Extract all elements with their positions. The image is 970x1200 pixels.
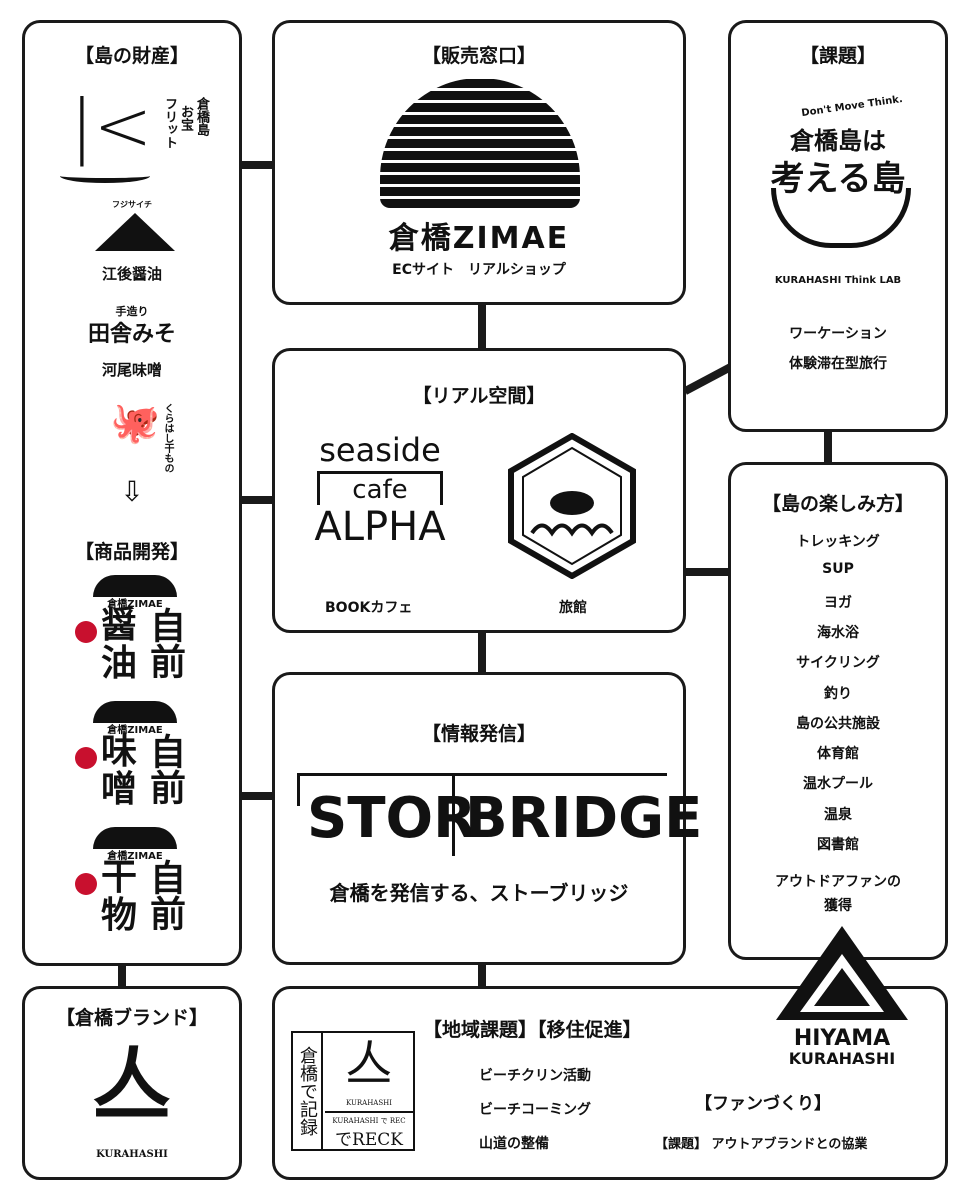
connector: [478, 631, 486, 675]
product-logo: 倉橋ZIMAE 干 物 自前: [75, 827, 195, 942]
kurahashi-brand-logo: 亼: [92, 1038, 172, 1132]
activity-item: 図書館: [817, 837, 859, 853]
sales-panel: 【販売窓口】 倉橋ZIMAE ECサイト リアルショップ: [272, 20, 686, 305]
activity-item: トレッキング: [796, 534, 880, 550]
connector: [240, 496, 274, 504]
activity-item: 温泉: [824, 806, 852, 823]
connector: [824, 430, 832, 465]
activity-item: 海水浴: [817, 624, 859, 641]
real-space-panel: 【リアル空間】 seaside cafe ALPHA BOOKカフェ 旅館: [272, 348, 686, 633]
egoshoyu-label: 江後醤油: [101, 265, 162, 283]
down-arrow-icon: ⇩: [120, 475, 144, 508]
zimae-sun-icon: [380, 78, 580, 208]
activity-item: 島の公共施設: [796, 715, 880, 732]
himono-logo: 🐙 くらはし干もの: [110, 400, 173, 473]
product-logo: 倉橋ZIMAE 醤 油 自前: [75, 575, 195, 690]
connector: [478, 303, 486, 351]
think-island-logo: 倉橋島は: [790, 127, 886, 155]
storbridge-logo: STOR BRIDGE: [297, 773, 702, 856]
connector: [683, 363, 733, 395]
brand-panel: 【倉橋ブランド】 亼 KURAHASHI: [22, 986, 242, 1180]
product-title: 【商品開発】: [74, 541, 189, 563]
product-logo: 倉橋ZIMAE 味 噌 自前: [75, 701, 195, 816]
activity-item: サイクリング: [796, 655, 880, 672]
activity-item: 釣り: [824, 685, 852, 702]
panel-title: 【島の財産】: [74, 45, 189, 67]
activity-item: 体育館: [817, 746, 859, 763]
connector: [240, 161, 274, 169]
island-outline-icon: [771, 188, 911, 248]
connector: [240, 792, 274, 800]
activity-item: SUP: [822, 561, 854, 578]
activity-item: ヨガ: [824, 594, 852, 611]
issue-panel: 【課題】 Don't Move Think. 倉橋島は 考える島 KURAHAS…: [728, 20, 948, 432]
egoshoyu-logo-icon: [95, 213, 175, 251]
cafe-alpha-logo: seaside cafe ALPHA: [314, 431, 446, 550]
kawao-miso-label: 河尾味噌: [101, 361, 162, 379]
island-assets-panel: 【島の財産】 |< フリット お宝 倉橋島 フジサイチ 江後醤油 手造り 田舎み…: [22, 20, 242, 966]
info-panel: 【情報発信】 STOR BRIDGE 倉橋を発信する、ストーブリッジ: [272, 672, 702, 965]
ryokan-hexagon-logo: [508, 433, 636, 579]
connector: [118, 963, 126, 988]
activity-item: 温水プール: [803, 776, 873, 793]
zimae-logo: 倉橋ZIMAE: [388, 221, 570, 256]
hiyama-logo: HIYAMA KURAHASHI: [772, 924, 912, 1074]
regional-panel: 倉橋で記録 亼 KURAHASHI KURAHASHI で REC でRECK …: [272, 986, 948, 1180]
connector: [478, 963, 486, 988]
furit-logo: |< フリット お宝 倉橋島: [50, 91, 220, 191]
connector: [684, 568, 730, 576]
rec-logo: 倉橋で記録 亼 KURAHASHI KURAHASHI で REC でRECK: [291, 1031, 415, 1151]
